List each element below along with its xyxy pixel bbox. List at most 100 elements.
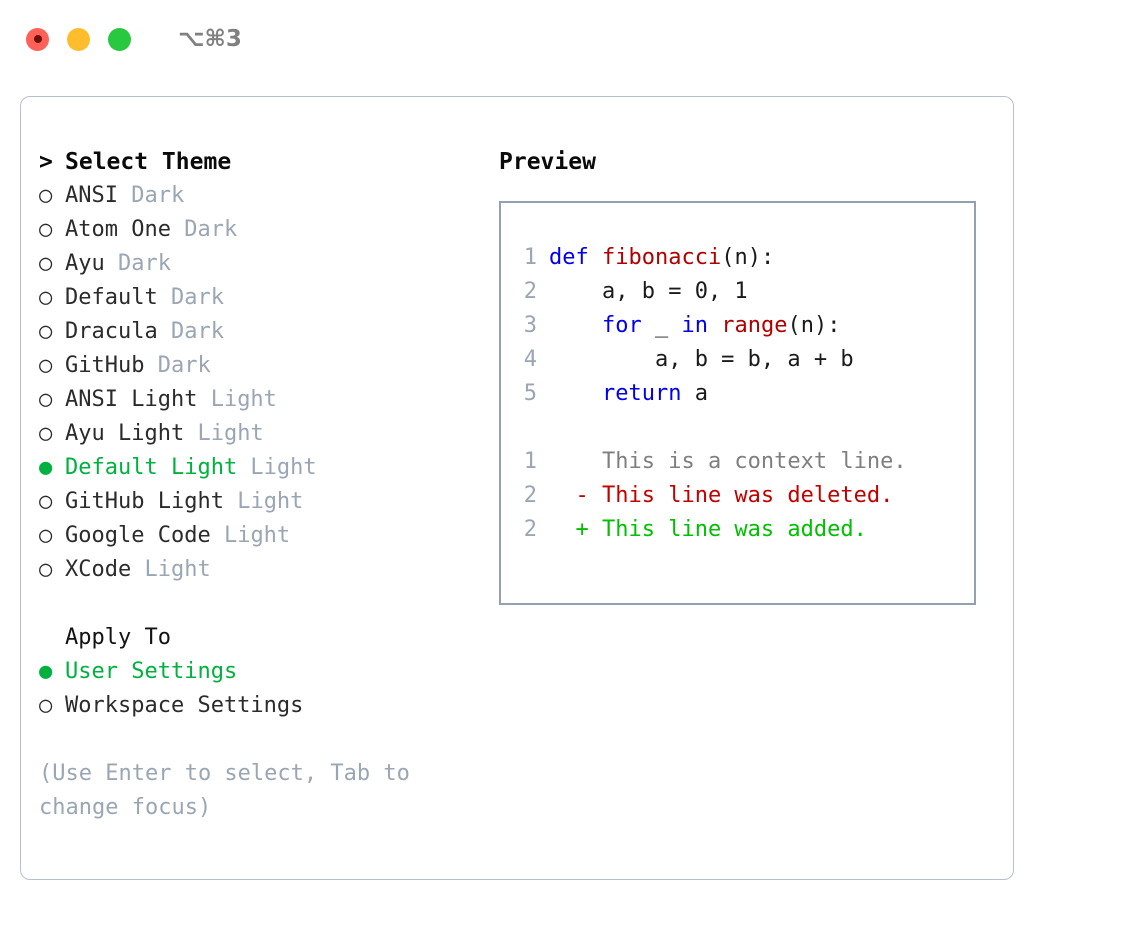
theme-option-label: Default Light: [65, 455, 238, 480]
theme-option-kind: Dark: [144, 353, 211, 378]
line-number: 2: [523, 517, 537, 542]
theme-option-google-code[interactable]: ○ Google Code Light: [39, 519, 486, 553]
theme-option-default[interactable]: ○Default Dark: [39, 281, 486, 315]
code-token: return: [601, 381, 695, 406]
minimize-button[interactable]: [67, 27, 90, 51]
code-token: def: [549, 245, 602, 270]
theme-option-ansi[interactable]: ○ANSI Dark: [39, 179, 486, 213]
code-token: in: [681, 313, 722, 338]
theme-option-label: ANSI Light: [65, 387, 198, 412]
line-number: 1: [523, 245, 537, 270]
theme-option-kind: Dark: [104, 251, 171, 276]
close-button[interactable]: [26, 27, 49, 51]
line-number: 4: [523, 347, 537, 372]
code-line: 2 a, b = 0, 1: [501, 275, 974, 309]
code-token: _: [641, 313, 682, 338]
theme-option-kind: Dark: [170, 217, 238, 242]
apply-to-option-label: User Settings: [65, 659, 238, 684]
theme-option-atom-one[interactable]: ○ Atom One Dark: [39, 213, 486, 247]
spacer: [501, 411, 974, 445]
line-number: 1: [523, 449, 537, 474]
theme-option-default-light[interactable]: ●Default Light Light: [39, 451, 486, 485]
radio-unselected-icon: ○: [39, 217, 53, 242]
code-line: 5 return a: [501, 377, 974, 411]
line-number: 2: [523, 483, 537, 508]
code-token: range: [721, 313, 788, 338]
code-token: [549, 313, 602, 338]
maximize-button[interactable]: [108, 27, 131, 51]
code-token: (n):: [787, 313, 841, 338]
radio-unselected-icon: ○: [39, 353, 53, 378]
code-token: a, b = b, a + b: [549, 347, 854, 372]
code-line-text: a, b = b, a + b: [549, 343, 854, 377]
main-panel: > Select Theme ○ANSI Dark○Atom One Dark○…: [20, 96, 1014, 880]
code-line: 3 for _ in range(n):: [501, 309, 974, 343]
theme-option-label: XCode: [65, 557, 132, 582]
theme-option-kind: Light: [131, 557, 211, 582]
theme-option-label: Ayu Light: [65, 421, 185, 446]
apply-to-option-label: Workspace Settings: [65, 693, 304, 718]
select-theme-header: > Select Theme: [39, 145, 486, 179]
apply-to-option-workspace-settings[interactable]: ○ Workspace Settings: [39, 689, 486, 723]
code-line-text: return a: [549, 377, 708, 411]
apply-to-option-user-settings[interactable]: ● User Settings: [39, 655, 486, 689]
theme-option-label: Dracula: [65, 319, 158, 344]
theme-picker-column: > Select Theme ○ANSI Dark○Atom One Dark○…: [21, 97, 486, 879]
radio-unselected-icon: ○: [39, 319, 53, 344]
theme-option-kind: Light: [223, 489, 304, 514]
theme-option-label: Default: [65, 285, 158, 310]
theme-option-github[interactable]: ○ GitHub Dark: [39, 349, 486, 383]
apply-to-list: ● User Settings ○ Workspace Settings: [39, 655, 486, 723]
line-number: 2: [523, 279, 537, 304]
code-token: a, b = 0, 1: [549, 279, 748, 304]
code-line-text: for _ in range(n):: [549, 309, 840, 343]
theme-option-kind: Dark: [117, 183, 185, 208]
spacer: [39, 587, 486, 621]
theme-option-kind: Light: [210, 523, 291, 548]
diff-line-text: + This line was added.: [549, 517, 867, 542]
radio-unselected-icon: ○: [39, 693, 53, 718]
theme-option-xcode[interactable]: ○ XCode Light: [39, 553, 486, 587]
radio-unselected-icon: ○: [39, 285, 53, 310]
theme-option-kind: Light: [197, 387, 277, 412]
code-token: (n):: [721, 245, 775, 270]
code-token: fibonacci: [601, 245, 722, 270]
radio-unselected-icon: ○: [39, 489, 53, 514]
preview-title: Preview: [499, 149, 596, 175]
diff-line-text: - This line was deleted.: [549, 483, 894, 508]
keyboard-hint-text: (Use Enter to select, Tab to change focu…: [39, 761, 424, 820]
theme-option-label: Google Code: [65, 523, 211, 548]
theme-option-dracula[interactable]: ○ Dracula Dark: [39, 315, 486, 349]
radio-unselected-icon: ○: [39, 387, 53, 412]
radio-unselected-icon: ○: [39, 557, 53, 582]
code-line-text: def fibonacci(n):: [549, 241, 774, 275]
diff-line-text: This is a context line.: [549, 449, 907, 474]
code-line: 4 a, b = b, a + b: [501, 343, 974, 377]
code-token: [549, 381, 602, 406]
line-number: 5: [523, 381, 537, 406]
theme-option-ansi-light[interactable]: ○ ANSI Light Light: [39, 383, 486, 417]
theme-option-ayu[interactable]: ○Ayu Dark: [39, 247, 486, 281]
theme-option-kind: Dark: [157, 319, 224, 344]
radio-unselected-icon: ○: [39, 523, 53, 548]
keyboard-shortcut-label: ⌥⌘3: [178, 26, 242, 52]
code-token: a: [694, 381, 708, 406]
radio-unselected-icon: ○: [39, 421, 53, 446]
diff-line: 1 This is a context line.: [501, 445, 974, 479]
code-line: 1 def fibonacci(n):: [501, 241, 974, 275]
radio-selected-icon: ●: [39, 659, 53, 684]
line-number: 3: [523, 313, 537, 338]
theme-option-label: Atom One: [65, 217, 171, 242]
theme-option-label: Ayu: [65, 251, 105, 276]
theme-option-github-light[interactable]: ○ GitHub Light Light: [39, 485, 486, 519]
page-title: Select Theme: [65, 149, 232, 175]
theme-list: ○ANSI Dark○Atom One Dark○Ayu Dark○Defaul…: [39, 179, 486, 587]
prompt-caret-icon: >: [39, 149, 53, 175]
theme-option-ayu-light[interactable]: ○Ayu Light Light: [39, 417, 486, 451]
theme-option-label: GitHub: [65, 353, 145, 378]
theme-option-label: GitHub Light: [65, 489, 224, 514]
